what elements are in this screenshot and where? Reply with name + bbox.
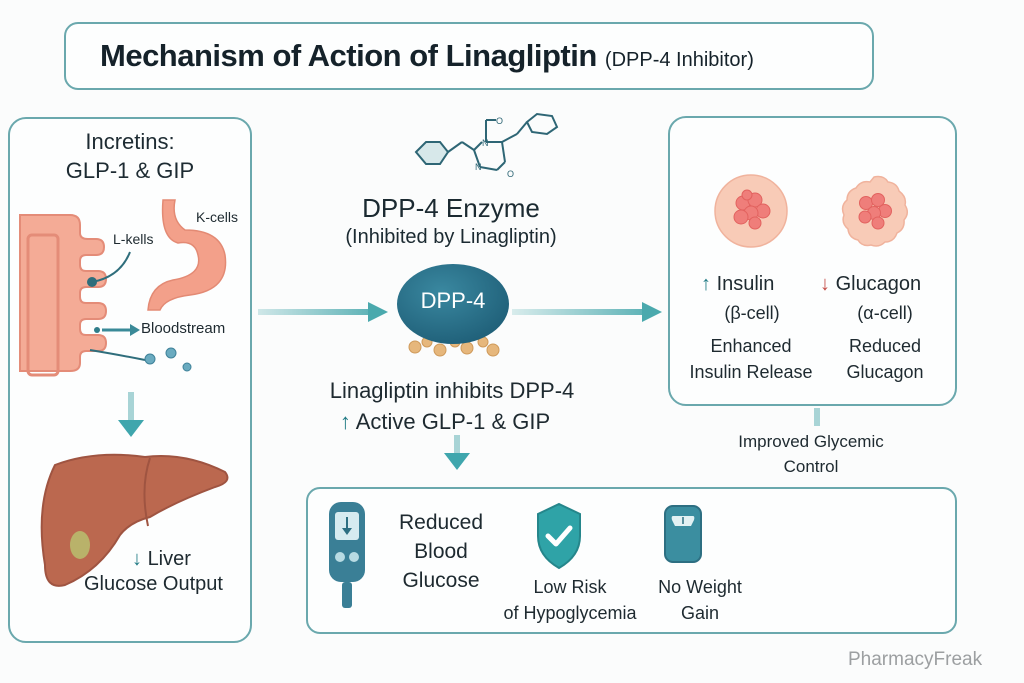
outcome-line2: Control: [783, 457, 839, 476]
up-arrow-icon: ↑: [339, 409, 351, 434]
page-title: Mechanism of Action of Linagliptin (DPP-…: [100, 38, 754, 74]
dpp4-enzyme-icon: [397, 264, 509, 357]
title-main: Mechanism of Action of Linagliptin: [100, 38, 597, 73]
beta-cell-label: (β-cell): [724, 303, 780, 323]
molecule-atom-n2: N: [475, 162, 482, 172]
down-arrow-to-benefits: [444, 435, 470, 470]
l-cells-label: L-kells: [113, 231, 154, 247]
enzyme-subtitle: (Inhibited by Linagliptin): [345, 226, 557, 248]
incretin-particles: [89, 347, 192, 372]
connector-line: [814, 408, 820, 426]
benefit-1-text: Reduced Blood Glucose: [399, 508, 483, 595]
active-incretins-text: ↑ Active GLP-1 & GIP: [340, 409, 550, 435]
insulin-up-arrow-icon: ↑: [701, 273, 711, 295]
benefit-1-line3: Glucose: [402, 569, 480, 592]
bloodstream-label: Bloodstream: [141, 320, 226, 337]
beta-cell-icon: [714, 174, 788, 248]
insulin-label: ↑ Insulin: [701, 273, 774, 296]
dpp4-blob-label: DPP-4: [420, 288, 486, 313]
l-cells-pointer: [87, 251, 131, 287]
glucagon-text: Glucagon: [835, 273, 922, 295]
alpha-cell-label: (α-cell): [857, 303, 913, 323]
benefit-3-text: No Weight Gain: [658, 574, 742, 626]
incretins-heading-1: Incretins:: [85, 129, 175, 154]
benefit-2-text: Low Risk of Hypoglycemia: [503, 574, 636, 626]
bloodstream-arrow: [94, 324, 140, 336]
benefit-2-line1: Low Risk: [533, 577, 607, 597]
inhibits-text: Linagliptin inhibits DPP-4: [329, 378, 575, 403]
shield-check-icon: [537, 502, 581, 570]
title-subtitle: (DPP-4 Inhibitor): [604, 49, 754, 71]
incretins-heading-2: GLP-1 & GIP: [65, 158, 195, 183]
stomach-icon: [147, 199, 227, 311]
benefit-3-line1: No Weight: [658, 577, 742, 597]
glucagon-effect-line2: Glucagon: [846, 362, 924, 382]
glucometer-icon: [329, 502, 365, 608]
liver-label: Liver: [147, 548, 191, 570]
benefit-2-line2: of Hypoglycemia: [503, 603, 637, 623]
benefits-panel: [306, 487, 957, 634]
title-frame: [64, 22, 874, 90]
liver-icon: [40, 453, 229, 587]
insulin-effect-line2: Insulin Release: [689, 362, 813, 382]
benefit-3-line2: Gain: [680, 603, 720, 623]
k-cells-label: K-cells: [196, 209, 239, 225]
active-incretins-label: Active GLP-1 & GIP: [355, 409, 551, 434]
linagliptin-molecule-icon: N N O O: [414, 112, 559, 179]
enzyme-title: DPP-4 Enzyme: [362, 193, 540, 223]
pancreas-panel: [668, 116, 957, 406]
glucagon-label: ↓ Glucagon: [820, 273, 921, 296]
down-arrow-to-liver: [118, 392, 144, 437]
molecule-atom-o1: O: [507, 169, 514, 179]
watermark: PharmacyFreak: [848, 649, 983, 670]
insulin-text: Insulin: [716, 273, 775, 295]
liver-output-line2: Glucose Output: [84, 573, 223, 595]
molecule-atom-n1: N: [482, 138, 489, 148]
glucagon-effect-line1: Reduced: [848, 336, 922, 356]
arrow-enzyme-to-pancreas: [512, 302, 662, 322]
intestine-icon: [19, 214, 108, 377]
insulin-effect-line1: Enhanced: [710, 336, 792, 356]
down-arrow-icon: ↓: [132, 548, 142, 570]
scale-icon: [664, 505, 702, 563]
benefit-1-line2: Blood: [414, 540, 468, 563]
glucagon-down-arrow-icon: ↓: [820, 273, 830, 295]
arrow-incretins-to-enzyme: [258, 302, 388, 322]
alpha-cell-icon: [841, 175, 908, 247]
benefit-1-line1: Reduced: [398, 511, 484, 534]
molecule-atom-o2: O: [496, 116, 503, 126]
liver-output-line1: ↓ Liver: [132, 548, 191, 571]
outcome-line1: Improved Glycemic: [738, 432, 884, 451]
